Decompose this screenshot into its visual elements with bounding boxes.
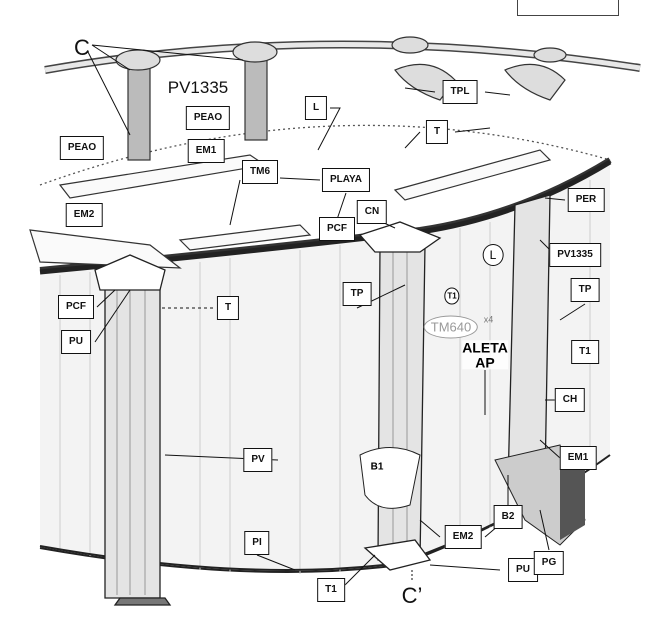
label-pu-bottom: PU (508, 558, 538, 582)
label-pu-left: PU (61, 330, 91, 354)
label-playa: PLAYA (321, 168, 371, 192)
label-tm640: TM640 x4 (423, 315, 493, 339)
label-ch: CH (554, 388, 586, 412)
label-t1-bottom: T1 (317, 578, 345, 602)
label-t1-right: T1 (571, 340, 599, 364)
label-l-circle: L (482, 244, 504, 266)
label-pi: PI (244, 531, 270, 555)
label-t-top: T (425, 120, 449, 144)
post-right (507, 194, 551, 486)
label-tpl: TPL (442, 80, 478, 104)
label-em1-top: EM1 (187, 139, 225, 163)
label-em2-bottom: EM2 (444, 525, 482, 549)
label-pcf-top: PCF (319, 217, 355, 241)
label-t1-circle: T1 (444, 287, 460, 305)
label-b2: B2 (493, 505, 523, 529)
label-b1: B1 (370, 461, 384, 473)
label-tm6: TM6 (242, 160, 278, 184)
label-tp-center: TP (342, 282, 372, 306)
label-tp-right: TP (570, 278, 600, 302)
tm640-quantity: x4 (483, 314, 494, 325)
page-number-box (517, 0, 619, 16)
label-pv: PV (243, 448, 273, 472)
label-em1-right: EM1 (559, 446, 597, 470)
label-per: PER (567, 188, 605, 212)
label-cn: CN (356, 200, 388, 224)
tm640-text: TM640 (430, 319, 472, 335)
post-center (377, 244, 426, 561)
label-pcf-left: PCF (58, 295, 94, 319)
label-t-left: T (216, 296, 240, 320)
label-pg: PG (533, 551, 565, 575)
label-pv1335-top: PV1335 (167, 78, 229, 97)
aleta-line-2: AP (475, 354, 495, 370)
label-pv1335-box: PV1335 (549, 243, 601, 267)
aleta-line-1: ALETA (462, 339, 508, 356)
label-l: L (304, 96, 328, 120)
label-c-prime: C’ (401, 583, 423, 608)
post-left (104, 281, 161, 599)
label-c: C (74, 35, 90, 60)
label-em2-top: EM2 (65, 203, 103, 227)
label-peao: PEAO (185, 106, 231, 130)
label-peao-left: PEAO (59, 136, 105, 160)
